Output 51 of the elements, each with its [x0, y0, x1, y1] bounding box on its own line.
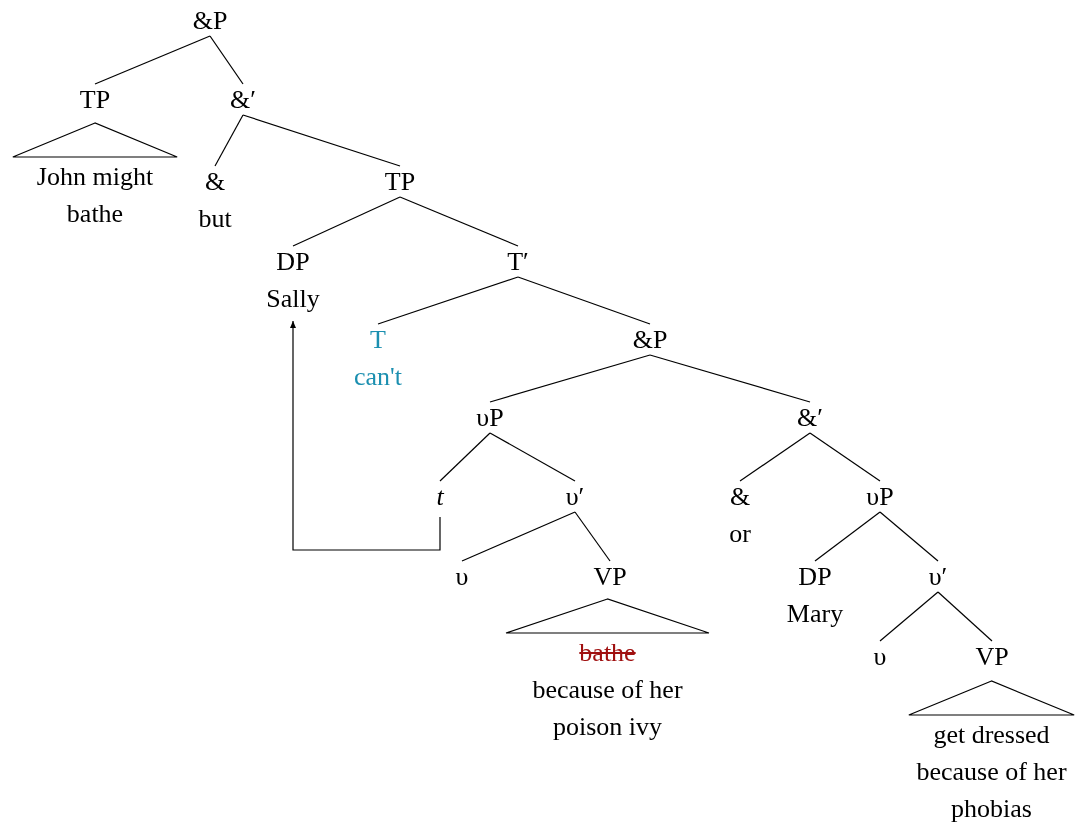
category-label: T: [370, 324, 386, 356]
category-label: TP: [384, 166, 416, 198]
category-label: υP: [476, 402, 504, 434]
tree-branch: [214, 114, 244, 167]
category-label: &P: [192, 5, 228, 37]
category-label: DP: [276, 246, 310, 278]
category-label: t: [436, 481, 444, 513]
leaf-text: because of her poison ivy: [531, 674, 684, 743]
category-label: VP: [593, 561, 627, 593]
tree-branch: [879, 591, 939, 642]
tree-branch: [242, 114, 401, 167]
tree-branch: [574, 511, 611, 562]
tree-branch: [439, 432, 491, 482]
tree-branch: [649, 354, 811, 403]
tree-branch: [461, 511, 576, 562]
word-label: can't: [354, 361, 402, 393]
category-label: υ′: [565, 481, 585, 513]
leaf-text: get dressed because of her phobias: [915, 719, 1068, 825]
tree-branch: [489, 432, 576, 482]
category-label: T′: [507, 246, 529, 278]
tree-branch: [209, 35, 244, 85]
category-label: υ: [455, 561, 469, 593]
category-label: &P: [632, 324, 668, 356]
category-label: VP: [975, 641, 1009, 673]
category-label: υ: [873, 641, 887, 673]
leaf-text: John might bathe: [35, 161, 155, 230]
category-label: &′: [230, 84, 256, 116]
word-label: Sally: [266, 283, 320, 315]
tree-branch: [937, 591, 993, 642]
word-label: or: [729, 518, 751, 550]
tree-branch: [809, 432, 881, 482]
tree-branch: [377, 276, 519, 325]
tree-branch: [879, 511, 939, 562]
category-label: &: [204, 166, 226, 198]
leaf-text: bathe: [578, 637, 637, 669]
category-label: υ′: [928, 561, 948, 593]
category-label: &′: [797, 402, 823, 434]
category-label: TP: [79, 84, 111, 116]
tree-branch: [739, 432, 811, 482]
tree-branch: [399, 196, 519, 247]
category-label: υP: [866, 481, 894, 513]
category-label: &: [729, 481, 751, 513]
tree-branch: [94, 35, 211, 85]
word-label: but: [198, 203, 232, 235]
tree-branch: [814, 511, 881, 562]
tree-branch: [292, 196, 401, 247]
tree-branch: [489, 354, 651, 403]
word-label: Mary: [786, 598, 844, 630]
movement-arrow: [290, 320, 441, 551]
category-label: DP: [798, 561, 832, 593]
tree-branch: [517, 276, 651, 325]
